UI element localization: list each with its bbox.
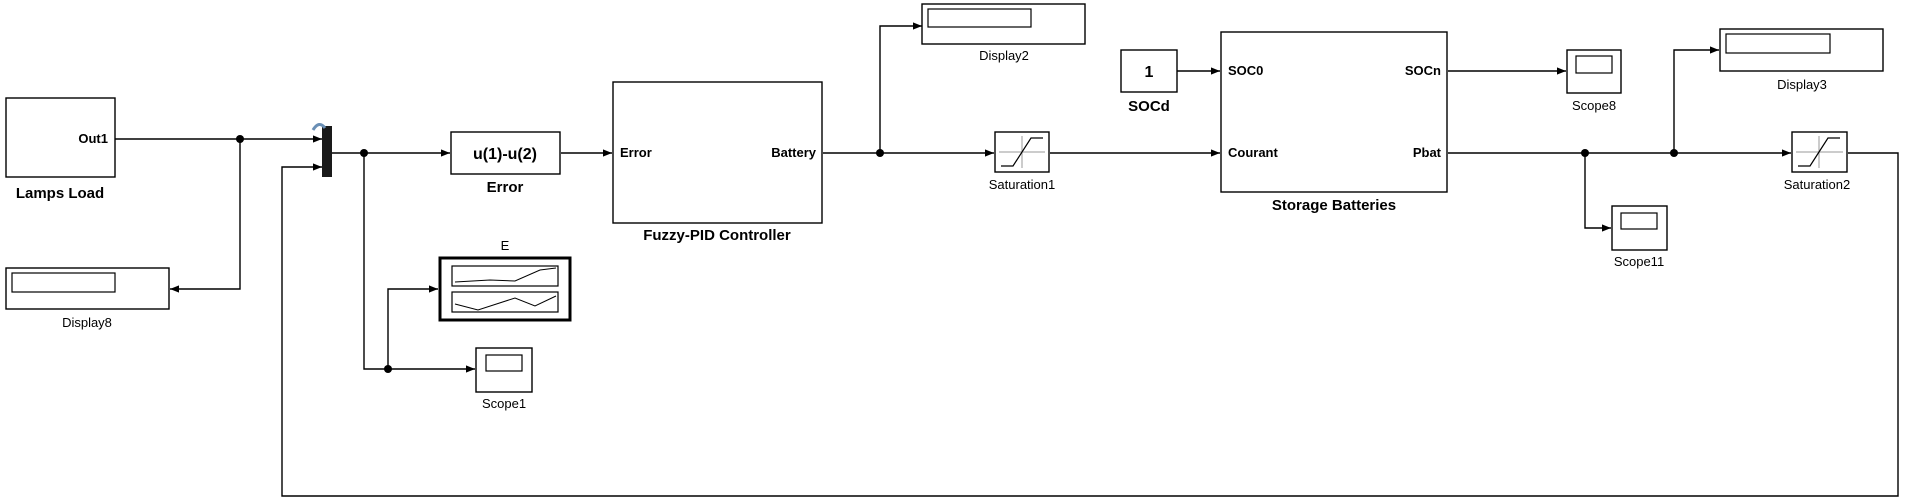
e-scope-label: E: [501, 238, 510, 253]
wire-pbat-to-display3[interactable]: [1673, 46, 1719, 153]
branch-point: [236, 135, 244, 143]
e-scope-block[interactable]: E: [438, 238, 572, 322]
scope8-block[interactable]: Scope8: [1566, 49, 1622, 113]
fuzzy-pid-port-in: Error: [620, 145, 652, 160]
scope11-block[interactable]: Scope11: [1611, 205, 1668, 269]
storage-batteries-block[interactable]: SOC0 Courant SOCn Pbat Storage Batteries: [1220, 31, 1448, 214]
error-fcn-label: Error: [487, 179, 524, 196]
lamps-load-port-out: Out1: [78, 131, 108, 146]
saturation1-block[interactable]: Saturation1: [989, 131, 1056, 192]
wire-fuzzy-to-display2[interactable]: [879, 22, 922, 153]
socd-block[interactable]: 1 SOCd: [1120, 49, 1178, 115]
display3-label: Display3: [1777, 77, 1827, 92]
signal-lines: [115, 22, 1899, 497]
scope11-label: Scope11: [1614, 254, 1664, 269]
wire-pbat-to-scope11[interactable]: [1584, 153, 1611, 232]
storage-port-courant: Courant: [1228, 145, 1279, 160]
error-fcn-expression: u(1)-u(2): [473, 146, 537, 163]
wire-mux-to-scope1[interactable]: [363, 153, 475, 373]
error-fcn-block[interactable]: u(1)-u(2) Error: [450, 131, 561, 196]
storage-port-socn: SOCn: [1405, 63, 1441, 78]
branch-point: [384, 365, 392, 373]
socd-label: SOCd: [1128, 98, 1170, 115]
lamps-load-block[interactable]: Out1 Lamps Load: [5, 97, 116, 202]
branch-point: [360, 149, 368, 157]
storage-port-pbat: Pbat: [1413, 145, 1442, 160]
storage-port-soc0: SOC0: [1228, 63, 1263, 78]
display2-label: Display2: [979, 48, 1029, 63]
saturation2-label: Saturation2: [1784, 177, 1851, 192]
display8-block[interactable]: Display8: [5, 267, 170, 330]
scope1-block[interactable]: Scope1: [475, 347, 533, 411]
saturation1-label: Saturation1: [989, 177, 1056, 192]
branch-point: [876, 149, 884, 157]
scope8-label: Scope8: [1572, 98, 1616, 113]
branch-points: [236, 135, 1678, 373]
display2-block[interactable]: Display2: [921, 3, 1086, 63]
wire-lamps-to-display8[interactable]: [170, 139, 241, 293]
lamps-load-label: Lamps Load: [16, 185, 104, 202]
fuzzy-pid-label: Fuzzy-PID Controller: [643, 227, 791, 244]
display8-label: Display8: [62, 315, 112, 330]
fuzzy-pid-port-out: Battery: [771, 145, 817, 160]
branch-point: [1581, 149, 1589, 157]
display3-block[interactable]: Display3: [1719, 28, 1884, 92]
branch-point: [1670, 149, 1678, 157]
socd-value: 1: [1145, 64, 1154, 81]
mux-block[interactable]: [311, 123, 332, 177]
mux-cursor-icon: [311, 123, 327, 131]
storage-batteries-label: Storage Batteries: [1272, 197, 1396, 214]
saturation2-block[interactable]: Saturation2: [1784, 131, 1851, 192]
scope1-label: Scope1: [482, 396, 526, 411]
wire-feedback-loop[interactable]: [281, 152, 1899, 497]
wire-mux-to-e-scope[interactable]: [387, 285, 438, 369]
fuzzy-pid-block[interactable]: Error Battery Fuzzy-PID Controller: [612, 81, 823, 244]
